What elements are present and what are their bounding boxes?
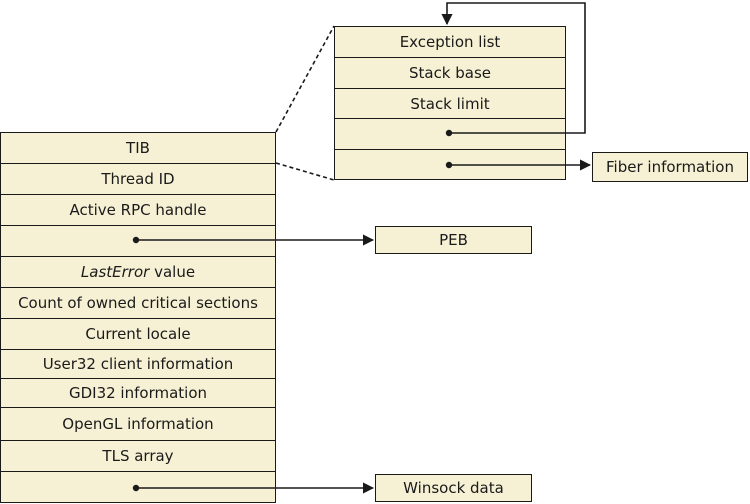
teb-cell-peb-pointer — [0, 225, 276, 257]
tib-cell-stack-limit-label: Stack limit — [410, 94, 490, 113]
teb-cell-owned-critical-sections-label: Count of owned critical sections — [18, 294, 258, 312]
teb-cell-last-error-label: LastError value — [81, 263, 195, 281]
tib-cell-fiber-pointer — [334, 149, 566, 180]
teb-cell-current-locale: Current locale — [0, 318, 276, 350]
teb-cell-opengl-info: OpenGL information — [0, 407, 276, 441]
teb-cell-active-rpc-handle: Active RPC handle — [0, 194, 276, 226]
tib-cell-self-pointer — [334, 118, 566, 150]
tib-cell-exception-list-label: Exception list — [399, 33, 501, 51]
teb-cell-tls-array: TLS array — [0, 440, 276, 472]
winsock-data-box: Winsock data — [375, 474, 532, 502]
winsock-data-label: Winsock data — [403, 479, 504, 497]
teb-cell-gdi32-info: GDI32 information — [0, 378, 276, 408]
teb-cell-opengl-info-label: OpenGL information — [62, 415, 214, 433]
teb-cell-gdi32-info-label: GDI32 information — [68, 384, 208, 402]
tib-cell-stack-limit: Stack limit — [334, 88, 566, 119]
teb-cell-thread-id-label: Thread ID — [101, 170, 175, 188]
tib-cell-stack-base: Stack base — [334, 57, 566, 89]
peb-label: PEB — [439, 231, 468, 249]
last-error-italic-text: LastError — [80, 263, 150, 281]
last-error-suffix-text: value — [149, 263, 196, 281]
fiber-information-label: Fiber information — [606, 158, 734, 176]
teb-cell-tib: TIB — [0, 132, 276, 164]
teb-cell-last-error: LastError value — [0, 256, 276, 288]
teb-cell-current-locale-label: Current locale — [85, 325, 191, 343]
teb-cell-tls-array-label: TLS array — [102, 447, 174, 465]
zoom-dashed-line-lower — [275, 162, 335, 181]
teb-cell-active-rpc-handle-label: Active RPC handle — [69, 201, 207, 219]
teb-cell-owned-critical-sections: Count of owned critical sections — [0, 287, 276, 319]
teb-cell-user32-client-info-label: User32 client information — [42, 355, 234, 373]
tib-cell-stack-base-label: Stack base — [408, 64, 492, 82]
teb-cell-tib-label: TIB — [126, 139, 150, 157]
teb-cell-winsock-pointer — [0, 471, 276, 503]
zoom-dashed-line-upper — [275, 25, 335, 133]
tib-cell-exception-list: Exception list — [334, 26, 566, 58]
fiber-information-box: Fiber information — [592, 152, 748, 182]
peb-box: PEB — [375, 226, 532, 254]
teb-cell-thread-id: Thread ID — [0, 163, 276, 195]
teb-cell-user32-client-info: User32 client information — [0, 349, 276, 379]
